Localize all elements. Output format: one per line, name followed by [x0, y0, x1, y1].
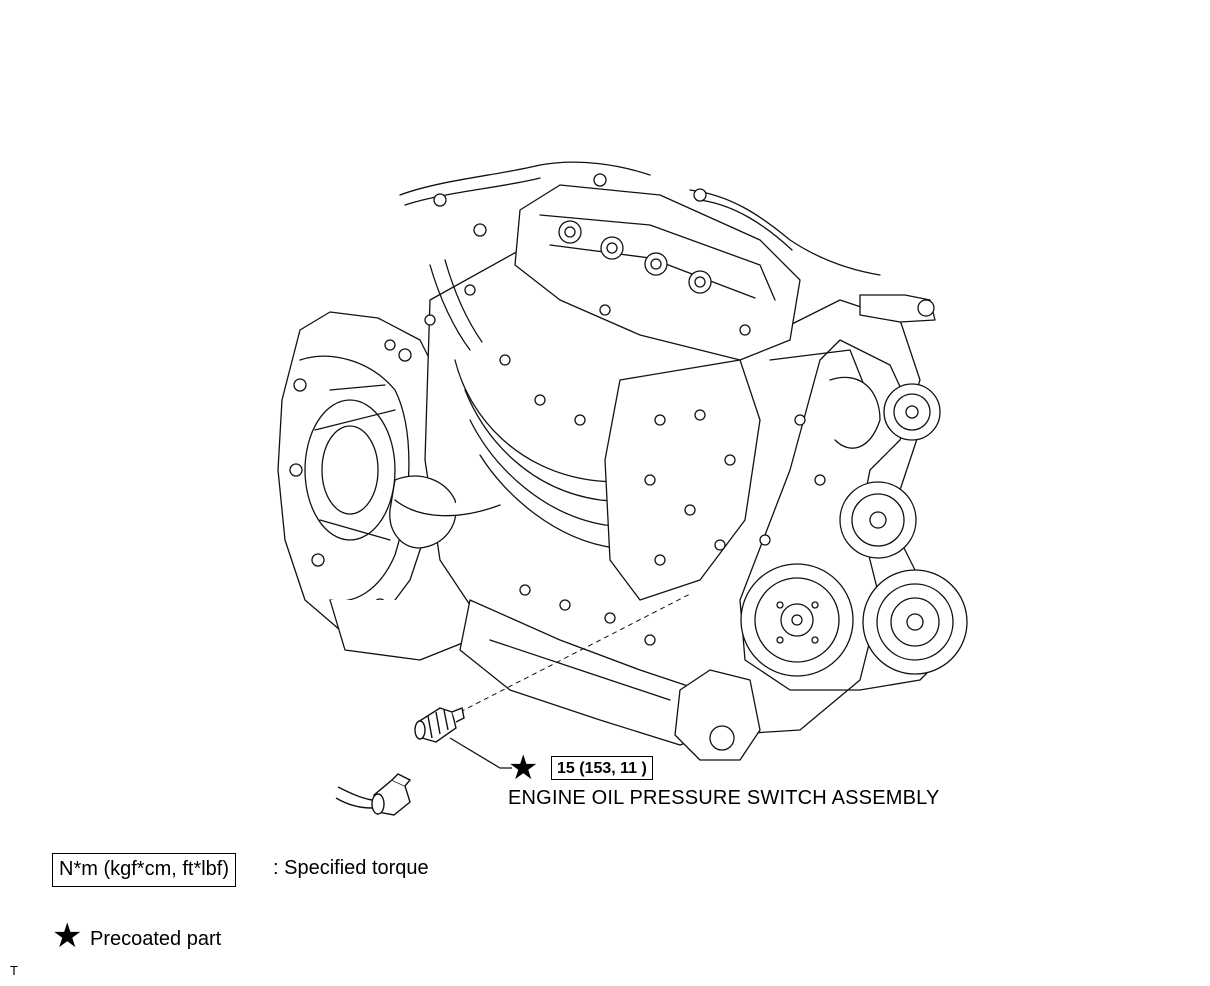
callout-leader-line — [449, 737, 512, 769]
legend-star-icon: ★ — [52, 917, 83, 955]
torque-spec-box: 15 (153, 11 ) — [551, 756, 653, 780]
engine-illustration — [277, 161, 968, 761]
install-guide-line — [459, 593, 691, 713]
legend-torque-unit-box: N*m (kgf*cm, ft*lbf) — [52, 853, 237, 887]
part-name-label: ENGINE OIL PRESSURE SWITCH ASSEMBLY — [508, 787, 940, 809]
legend-precoat-description: Precoated part — [90, 928, 222, 950]
legend-torque-description: : Specified torque — [273, 857, 429, 879]
corner-code: T — [10, 963, 18, 978]
star-icon: ★ — [508, 749, 539, 787]
oil-pressure-switch-icon — [414, 707, 465, 743]
connector-icon — [335, 773, 412, 816]
